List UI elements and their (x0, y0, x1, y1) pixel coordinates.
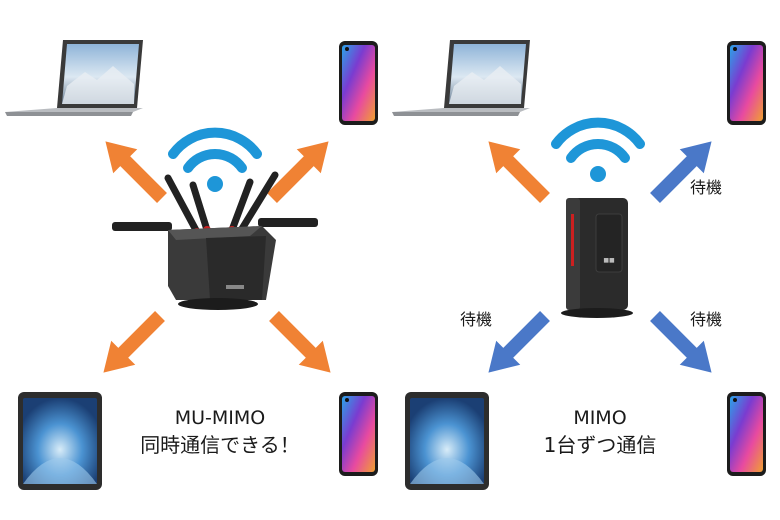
tablet-icon (405, 392, 489, 490)
smartphone-icon (727, 41, 766, 125)
right-panel: ■■ 待機 待機 待機 MIMO 1台ずつ通信 (392, 40, 766, 490)
waiting-label-text: 待機 (690, 310, 723, 329)
arrow-to-laptop (476, 129, 558, 211)
right-caption-line2: 1台ずつ通信 (543, 433, 657, 457)
waiting-label-text: 待機 (690, 178, 723, 197)
arrow-to-phone-bottom (261, 303, 343, 385)
arrow-to-laptop (93, 129, 175, 211)
tablet-icon (18, 392, 102, 490)
arrow-to-phone-top (259, 129, 341, 211)
laptop-icon (392, 40, 530, 116)
wifi-icon (168, 127, 262, 192)
left-caption-line1: MU-MIMO (174, 407, 266, 429)
right-caption: MIMO 1台ずつ通信 (543, 407, 657, 457)
left-caption-line2: 同時通信できる！ (140, 433, 300, 457)
left-panel: MU-MIMO 同時通信できる！ (5, 40, 378, 490)
waiting-label-top-right: 待機 (690, 178, 723, 197)
smartphone-icon (727, 392, 766, 476)
router-with-four-antennas-icon (112, 171, 318, 310)
waiting-label-text: 待機 (460, 310, 493, 329)
left-caption: MU-MIMO 同時通信できる！ (140, 407, 300, 457)
wifi-icon (551, 117, 645, 182)
arrow-to-tablet (91, 303, 173, 385)
laptop-icon (5, 40, 143, 116)
smartphone-icon (339, 41, 378, 125)
waiting-label-bottom-right: 待機 (690, 310, 723, 329)
tower-router-icon: ■■ (561, 198, 633, 318)
waiting-label-bottom-left: 待機 (460, 310, 493, 329)
right-caption-line1: MIMO (573, 407, 627, 429)
svg-text:■■: ■■ (603, 257, 615, 264)
smartphone-icon (339, 392, 378, 476)
